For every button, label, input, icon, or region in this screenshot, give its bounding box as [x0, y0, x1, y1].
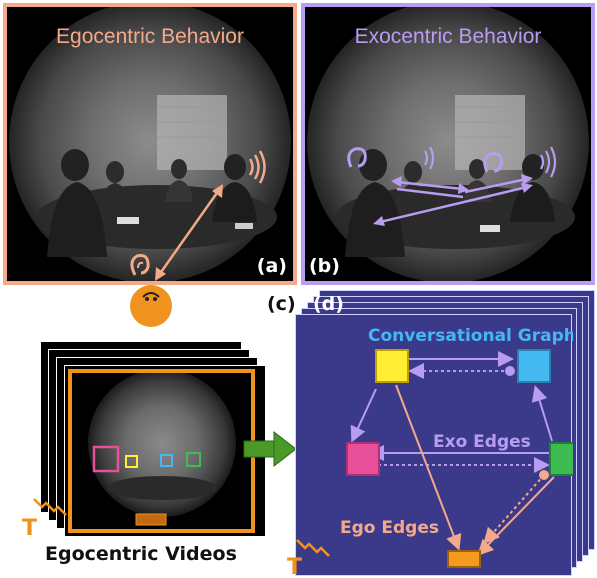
node-orange-ego: [447, 550, 481, 568]
node-pink: [346, 442, 380, 476]
svg-text:T: T: [287, 555, 302, 578]
ear-icon: [130, 254, 150, 276]
detected-faces: [92, 445, 217, 526]
ego-edges-label: Ego Edges: [340, 518, 439, 538]
node-yellow: [375, 349, 409, 383]
camera-wearer-avatar: [130, 285, 172, 327]
exo-edges: [350, 351, 553, 473]
exo-attention-arrows: [373, 174, 533, 226]
ego-edges: [395, 384, 555, 556]
sound-wave-icon: [424, 146, 435, 170]
exocentric-behavior-title: Exocentric Behavior: [354, 25, 542, 48]
egocentric-video-frame: [68, 369, 255, 533]
exocentric-behavior-panel: Exocentric Behavior (b): [301, 3, 595, 285]
egocentric-videos-caption: Egocentric Videos: [45, 543, 237, 565]
meeting-scene-a: [37, 95, 277, 281]
face-box-green: [186, 452, 201, 467]
conversational-graph: Conversational Graph Exo Edges Ego Edges: [340, 326, 573, 568]
panel-d-label: (d): [313, 293, 344, 315]
ear-icon: [483, 152, 503, 173]
exo-edges-label: Exo Edges: [433, 432, 531, 452]
svg-text:T: T: [22, 516, 37, 537]
ear-icon: [347, 147, 367, 168]
green-arrow-icon: [243, 430, 297, 468]
egocentric-behavior-title: Egocentric Behavior: [56, 25, 244, 48]
panel-a-label: (a): [256, 255, 287, 277]
meeting-scene-b: [335, 95, 575, 257]
panel-c-label: (c): [267, 293, 296, 315]
ego-attention-arrow: [155, 184, 223, 281]
graph-title: Conversational Graph: [368, 326, 573, 346]
sound-wave-icon: [540, 146, 557, 178]
conversational-graph-panel: Conversational Graph Exo Edges Ego Edges: [295, 314, 573, 576]
egocentric-behavior-panel: Egocentric Behavior (a): [3, 3, 297, 285]
panel-b-label: (b): [309, 255, 340, 277]
ego-box-orange: [135, 513, 167, 526]
time-axis-icon: T: [22, 498, 67, 537]
node-blue: [517, 349, 551, 383]
node-green: [549, 442, 573, 476]
time-axis-icon: T: [287, 539, 330, 578]
face-box-pink: [92, 445, 120, 473]
face-box-blue: [160, 454, 173, 467]
face-box-yellow: [125, 455, 138, 468]
